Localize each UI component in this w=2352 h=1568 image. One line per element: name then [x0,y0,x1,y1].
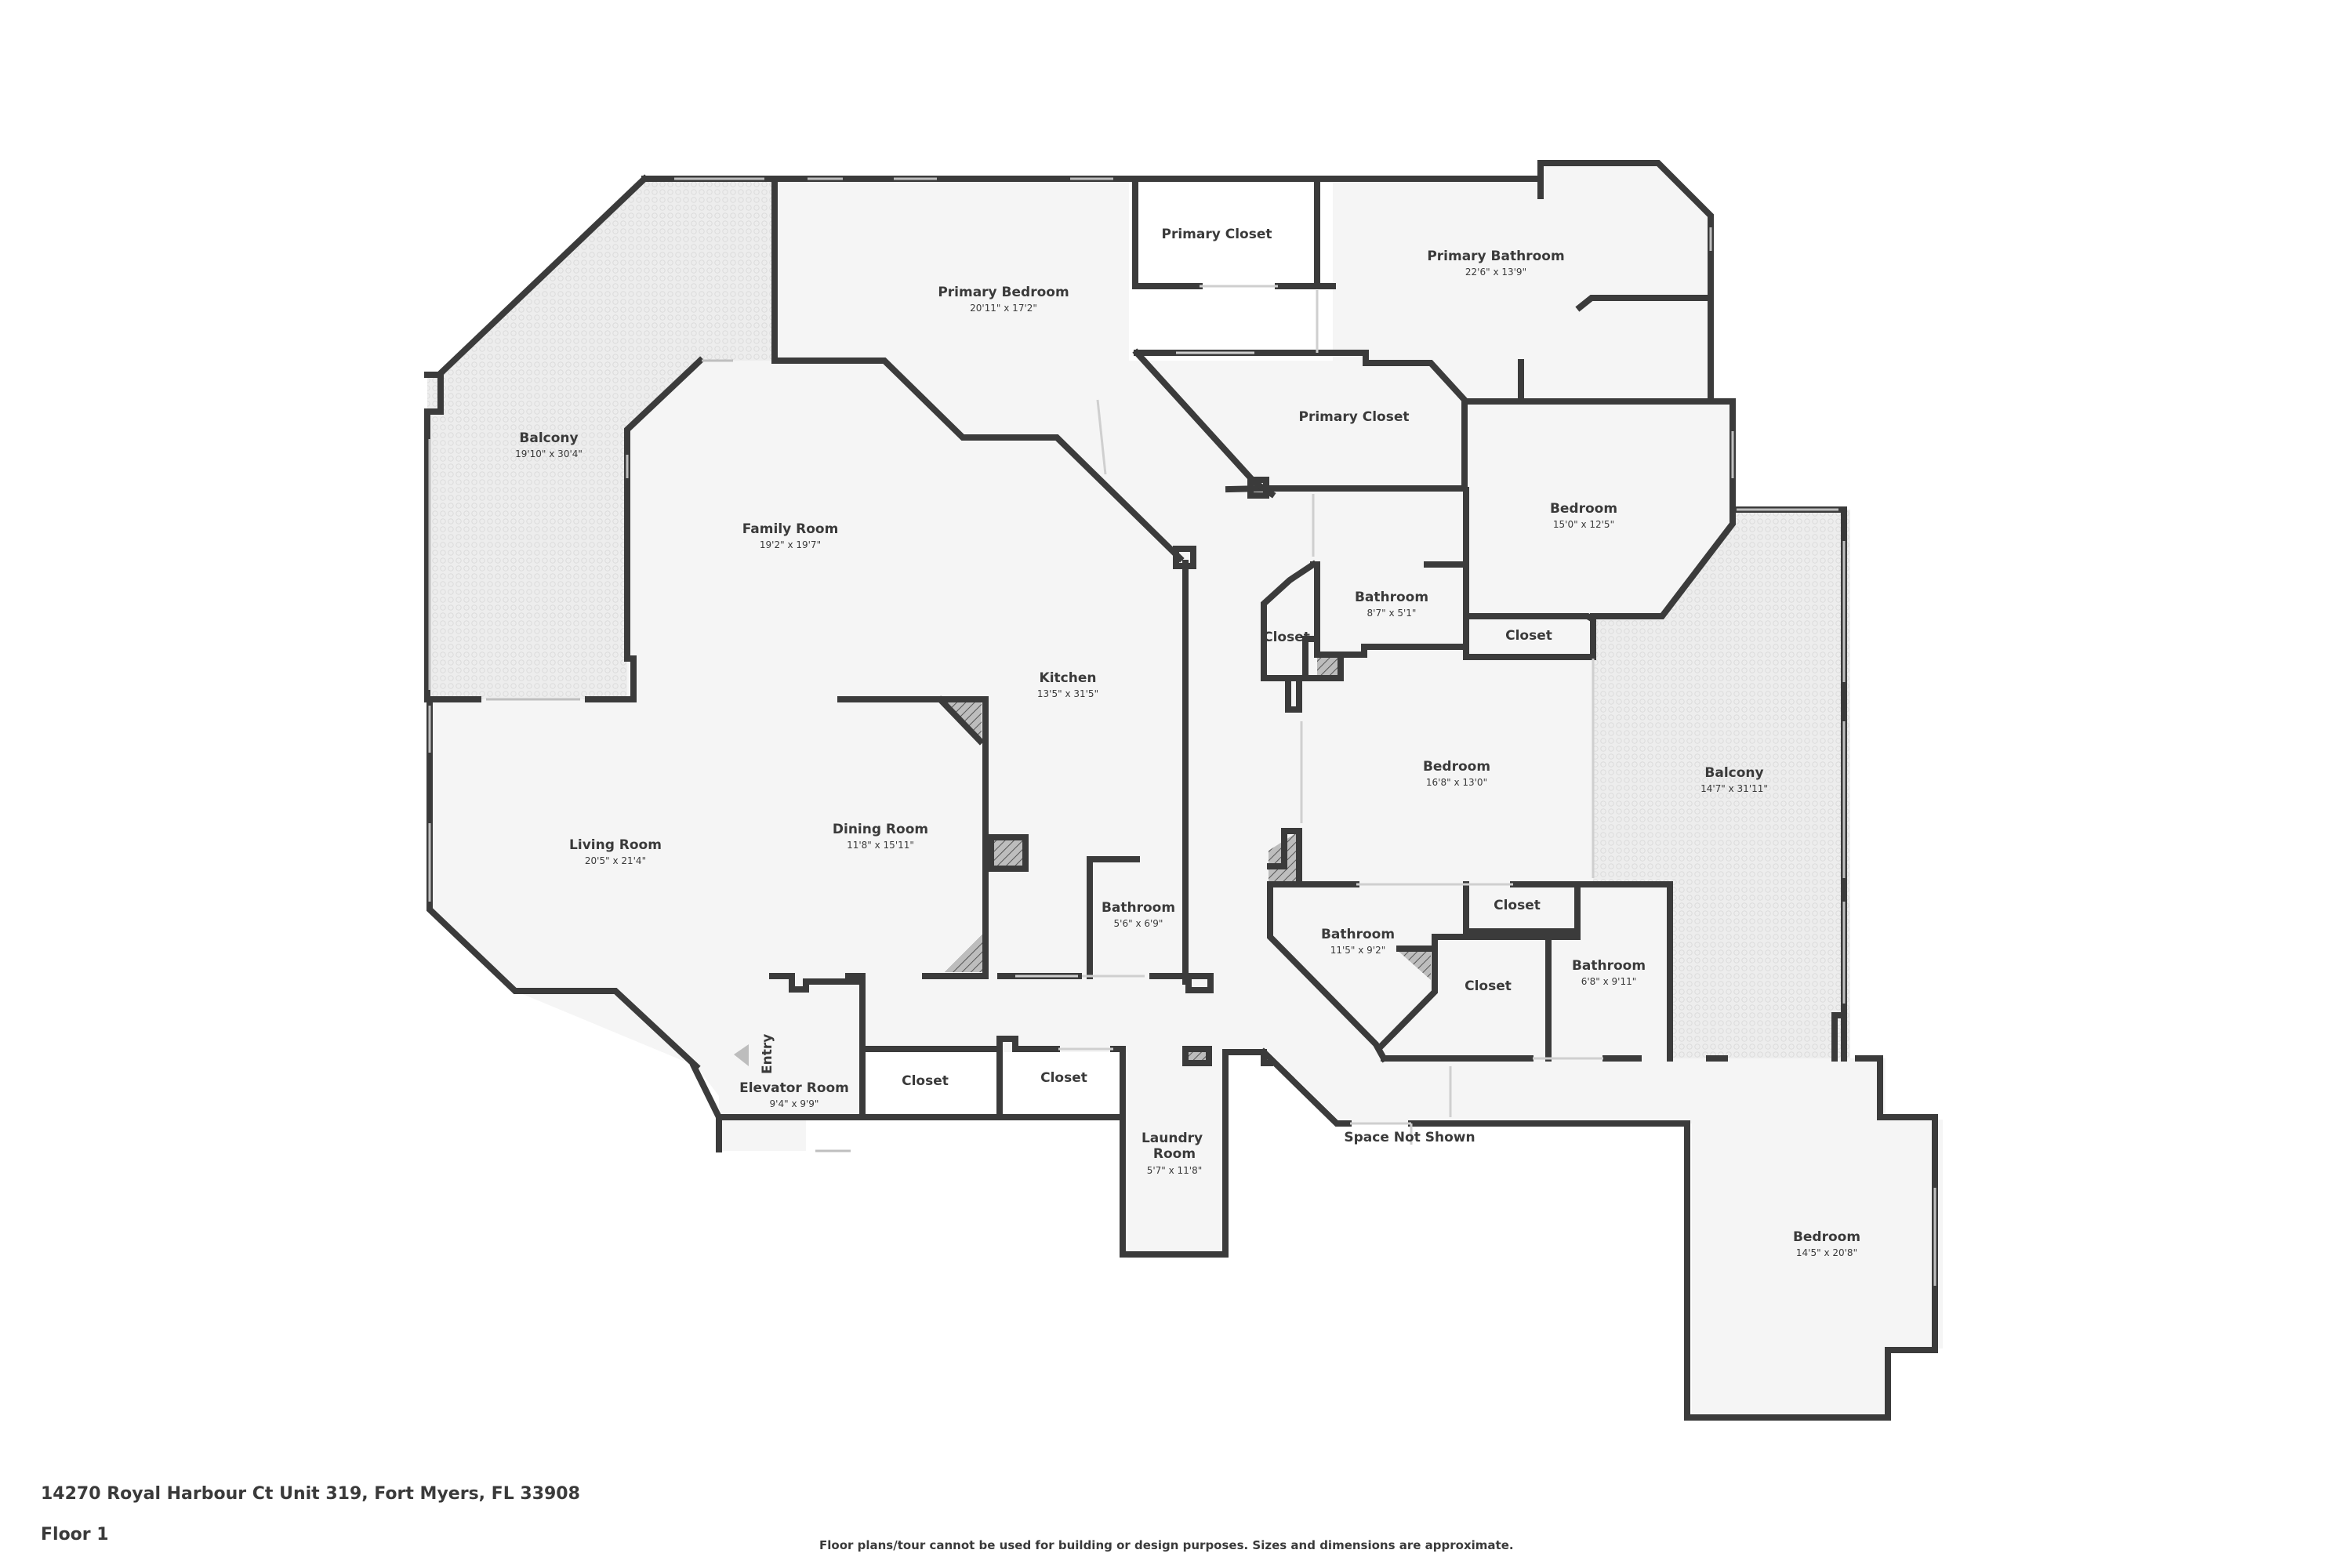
shaft [1317,655,1341,678]
room-name-bathroom-lower-left: Bathroom [1321,927,1395,942]
wall-primary-closet-mid [1134,350,1468,493]
room-name-balcony-left: Balcony [519,430,578,446]
room-name-dining-room: Dining Room [833,822,928,837]
room-name-bathroom-small: Bathroom [1355,590,1428,605]
room-dim-bathroom-lower-left: 11'5" x 9'2" [1330,945,1386,956]
floor-label: Floor 1 [41,1525,109,1544]
room-name-primary-bedroom: Primary Bedroom [938,285,1069,300]
wall-balcony-right [1831,1012,1847,1062]
wall-dining [837,696,989,979]
column [1185,973,1214,993]
room-dim-elevator-room: 9'4" x 9'9" [770,1098,819,1109]
room-dim-bedroom-middle: 16'8" x 13'0" [1426,777,1487,788]
wall [1302,652,1344,681]
wall-primary-bath-right [1575,295,1714,312]
wall-family-top [771,358,1185,563]
wall [585,655,637,702]
room-name-closet-e: Closet [902,1073,949,1089]
disclaimer: Floor plans/tour cannot be used for buil… [819,1538,1514,1552]
shaft [991,837,1025,869]
wall-primary-closet-top [1132,176,1203,289]
room-name-bathroom-center: Bathroom [1102,900,1175,916]
laundry-line-1: Laundry [1142,1131,1203,1146]
room-dim-bedroom-upper: 15'0" x 12'5" [1553,519,1614,530]
laundry-line-2: Room [1153,1146,1196,1162]
wall [996,1036,1060,1052]
room-name-closet-d: Closet [1465,978,1512,994]
room-name-bathroom-lower-right: Bathroom [1572,958,1646,974]
entry-arrow-icon [734,1044,749,1066]
room-dim-balcony-right: 14'7" x 31'11" [1700,783,1768,794]
room-name-laundry-room: Laundry Room [1142,1131,1207,1162]
room-dim-family-room: 19'2" x 19'7" [760,539,821,550]
wall-balcony-inner [624,356,705,662]
room-dim-bathroom-center: 5'6" x 6'9" [1114,918,1163,929]
room-dim-primary-bedroom: 20'11" x 17'2" [970,303,1037,314]
wall [1375,934,1581,1052]
column [988,834,1029,872]
shaft [1396,949,1431,980]
room-name-bedroom-upper: Bedroom [1550,501,1617,517]
room-name-kitchen: Kitchen [1040,670,1097,686]
balcony-left-floor [427,179,776,699]
room-name-closet-c: Closet [1494,898,1541,913]
wall-bath-center [1087,856,1140,979]
wall [1285,679,1302,713]
wall [1267,828,1302,869]
room-dim-living-room: 20'5" x 21'4" [585,855,646,866]
column [1182,1046,1212,1066]
wall-left-balcony [434,174,649,379]
room-dim-bathroom-lower-right: 6'8" x 9'11" [1581,976,1637,987]
wall [1510,881,1673,1062]
wall-closets-lower [859,1046,1003,1120]
room-name-closet-a: Closet [1263,630,1310,645]
wall [845,973,866,1046]
room-dim-balcony-left: 19'10" x 30'4" [515,448,583,459]
property-address: 14270 Royal Harbour Ct Unit 319, Fort My… [41,1484,580,1504]
room-name-closet-f: Closet [1040,1070,1087,1086]
room-dim-bedroom-lower: 14'5" x 20'8" [1796,1247,1857,1258]
wall [1463,881,1581,935]
wall [424,372,481,702]
wall-space-not-shown [1259,1047,1352,1127]
shafts [941,655,1431,1066]
room-name-primary-bathroom: Primary Bathroom [1427,249,1564,264]
room-name-family-room: Family Room [742,521,839,537]
windows [428,177,1936,1286]
wall-laundry [1120,1046,1267,1258]
room-dim-kitchen: 13'5" x 31'5" [1037,688,1098,699]
column [1247,477,1269,499]
room-name-primary-closet-top: Primary Closet [1162,227,1272,242]
room-name-elevator-room: Elevator Room [739,1080,849,1096]
room-labels: Balcony 19'10" x 30'4" Family Room 19'2"… [515,227,1860,1258]
wall [936,695,985,746]
room-name-balcony-right: Balcony [1704,765,1763,781]
room-name-bedroom-middle: Bedroom [1423,759,1490,775]
openings [1015,285,1603,1145]
wall-bedroom-lower [1684,1055,1938,1421]
room-dim-primary-bathroom: 22'6" x 13'9" [1465,267,1526,278]
room-dim-bathroom-small: 8'7" x 5'1" [1367,608,1417,619]
room-dim-dining-room: 11'8" x 15'11" [847,840,914,851]
entry-label: Entry [760,1034,775,1074]
shaft [945,933,984,972]
room-name-primary-closet-mid: Primary Closet [1299,409,1410,425]
room-name-bedroom-lower: Bedroom [1793,1229,1860,1245]
room-name-living-room: Living Room [569,837,662,853]
room-name-space-not-shown: Space Not Shown [1344,1130,1475,1145]
balcony-right-floor [1593,510,1850,1058]
wall [1463,613,1596,660]
room-dim-laundry-room: 5'7" x 11'8" [1147,1165,1203,1176]
opening [1096,399,1107,475]
room-name-closet-b: Closet [1505,628,1552,644]
